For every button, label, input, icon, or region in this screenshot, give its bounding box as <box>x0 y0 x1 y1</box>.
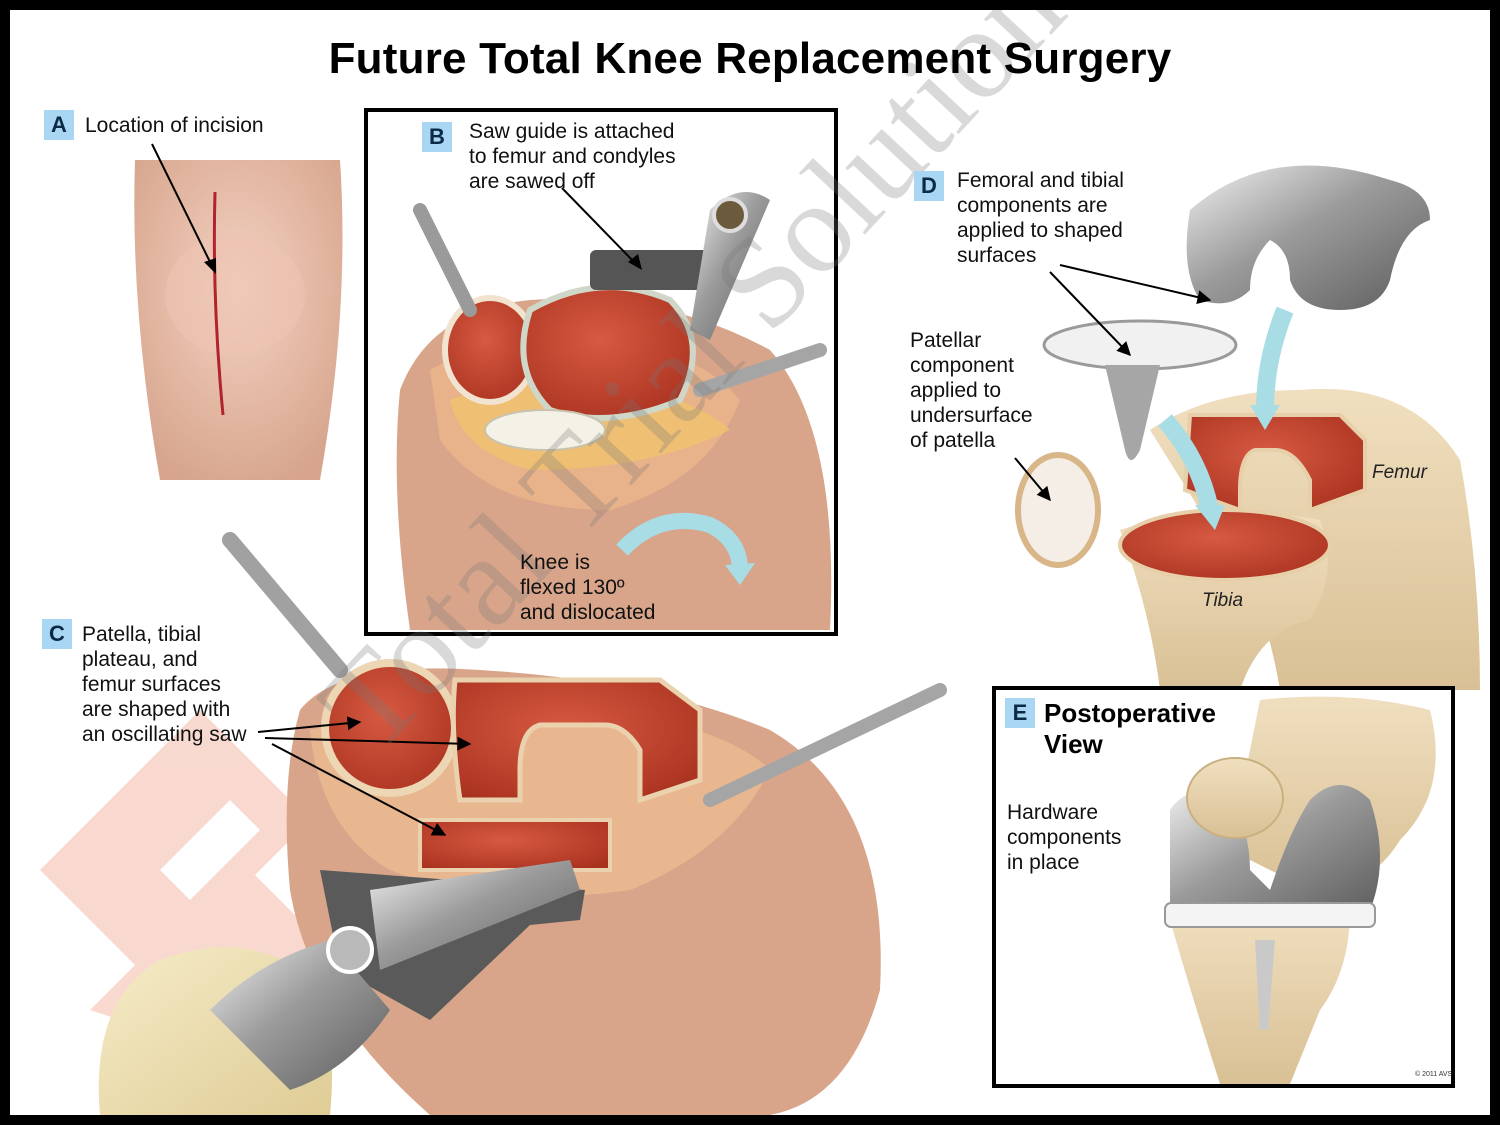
panel-d-badge: D <box>914 171 944 201</box>
panel-a-caption: Location of incision <box>85 114 264 137</box>
panel-e-heading: Postoperative View <box>1044 698 1216 759</box>
panel-d-caption: Femoral and tibial components are applie… <box>957 169 1124 267</box>
illustration-page: Total Trial Solutions Future Total Knee … <box>10 10 1490 1115</box>
illustration-artwork <box>40 108 1480 1115</box>
panel-b-knee-illustration <box>396 192 832 630</box>
copyright-text: © 2011 AVS <box>1415 1071 1453 1078</box>
panel-d-components-illustration <box>1014 165 1480 690</box>
panel-c-caption: Patella, tibial plateau, and femur surfa… <box>82 623 247 746</box>
panel-b-motion-caption: Knee is flexed 130º and dislocated <box>520 551 656 624</box>
panel-b-badge: B <box>422 122 452 152</box>
panel-a-badge: A <box>44 110 74 140</box>
tibia-label: Tibia <box>1202 590 1244 611</box>
panel-c-badge: C <box>42 619 72 649</box>
panel-c-surgical-illustration <box>98 532 947 1115</box>
panel-a-arrow <box>151 143 216 274</box>
panel-e-badge: E <box>1005 698 1035 728</box>
femur-label: Femur <box>1372 462 1427 483</box>
incision-line <box>212 191 225 416</box>
panel-c-callout-arrows <box>257 716 472 836</box>
panel-e-knee-illustration <box>1164 696 1436 1084</box>
panel-b-arrow <box>561 187 642 270</box>
panel-d-patellar-caption: Patellar component applied to undersurfa… <box>910 329 1033 452</box>
panel-e-caption: Hardware components in place <box>1007 801 1122 874</box>
page-title: Future Total Knee Replacement Surgery <box>328 34 1172 83</box>
panel-b-caption: Saw guide is attached to femur and condy… <box>469 120 676 193</box>
panel-a-leg-illustration <box>134 160 343 480</box>
